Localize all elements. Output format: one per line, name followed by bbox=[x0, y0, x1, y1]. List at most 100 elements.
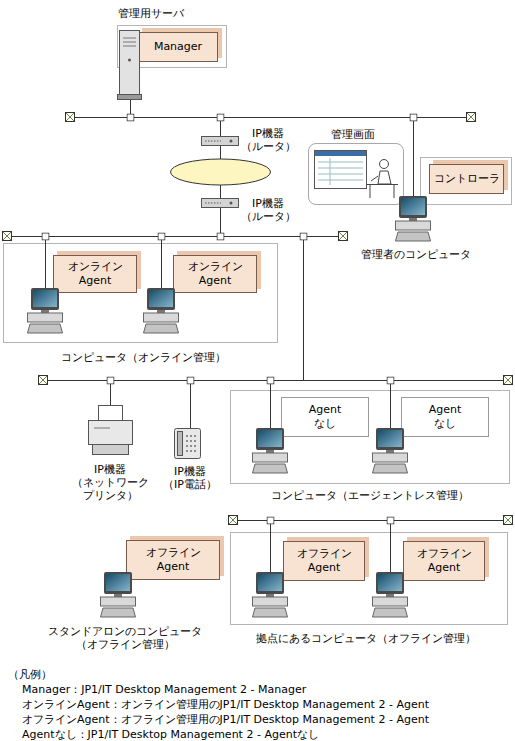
legend-line: Manager：JP1/IT Desktop Management 2 - Ma… bbox=[22, 683, 306, 696]
computer-icon bbox=[373, 572, 408, 617]
junction bbox=[267, 377, 274, 384]
printer-body bbox=[89, 421, 133, 445]
group-heading: 管理用サーバ bbox=[118, 7, 184, 20]
box-text: オフライン Agent bbox=[297, 547, 352, 575]
terminator bbox=[504, 376, 513, 385]
terminator bbox=[66, 113, 75, 122]
junction bbox=[300, 233, 307, 240]
bus-line bbox=[7, 236, 343, 237]
legend-line: Agentなし：JP1/IT Desktop Management 2 - Ag… bbox=[22, 728, 319, 741]
terminator bbox=[229, 516, 238, 525]
phone-keypad bbox=[186, 436, 196, 451]
drop-line bbox=[271, 520, 391, 572]
server-base bbox=[118, 95, 142, 100]
junction bbox=[217, 233, 224, 240]
box-text: Agent なし bbox=[429, 403, 462, 431]
agent-box: オンライン Agent bbox=[53, 255, 137, 293]
box-text: オンライン Agent bbox=[188, 260, 243, 288]
box-text: オフライン Agent bbox=[417, 547, 472, 575]
person-head bbox=[380, 160, 389, 169]
router-icon bbox=[202, 137, 239, 146]
device-label: スタンドアロンのコンピュータ （オフライン管理） bbox=[48, 625, 202, 651]
window-frame bbox=[315, 151, 367, 189]
server-led bbox=[128, 59, 131, 62]
network-cloud bbox=[171, 159, 271, 185]
junctions bbox=[42, 114, 417, 524]
computers bbox=[28, 196, 431, 617]
network-wires bbox=[7, 100, 508, 572]
junction bbox=[267, 517, 274, 524]
junction bbox=[387, 377, 394, 384]
terminator bbox=[3, 232, 12, 241]
group-frame: 管理用サーバManager bbox=[117, 25, 227, 68]
group-heading: コンピュータ（エージェントレス管理） bbox=[271, 489, 469, 502]
junction bbox=[410, 114, 417, 121]
phone-handset bbox=[178, 432, 183, 456]
bus-line bbox=[75, 117, 470, 118]
group-frame: コンピュータ（オンライン管理）オンライン Agentオンライン Agent bbox=[3, 243, 278, 343]
screen-frame: 管理画面 bbox=[308, 143, 404, 205]
box-text: コントローラ bbox=[434, 172, 500, 186]
computer-icon bbox=[101, 572, 136, 617]
terminator bbox=[467, 113, 476, 122]
terminators bbox=[3, 113, 513, 525]
drop-line bbox=[46, 236, 304, 380]
group-frame: コンピュータ（エージェントレス管理）Agent なしAgent なし bbox=[230, 390, 510, 484]
group-heading: 管理画面 bbox=[331, 128, 375, 141]
computer-icon bbox=[373, 428, 408, 473]
window-titlebar bbox=[315, 151, 366, 156]
agentless-box: Agent なし bbox=[281, 397, 369, 437]
device-label: IP機器 （ルータ） bbox=[241, 197, 296, 223]
printer-panel bbox=[94, 428, 110, 429]
agent-box: コントローラ bbox=[429, 164, 504, 194]
junction bbox=[127, 114, 134, 121]
group-frame: 管理者のコンピュータコントローラ bbox=[420, 157, 512, 205]
person-body bbox=[378, 171, 391, 184]
device-label: IP機器 （ネットワーク プリンタ） bbox=[72, 463, 149, 502]
terminator bbox=[504, 516, 513, 525]
group-heading: 管理者のコンピュータ bbox=[361, 248, 471, 261]
device-label: IP機器 （IP電話） bbox=[163, 465, 217, 491]
legend-line: オフラインAgent：オフライン管理用のJP1/IT Desktop Manag… bbox=[22, 713, 429, 726]
terminator bbox=[39, 376, 48, 385]
drop-line bbox=[131, 100, 221, 236]
junction bbox=[387, 517, 394, 524]
device-label: IP機器 （ルータ） bbox=[241, 127, 296, 153]
drop-line bbox=[413, 117, 414, 196]
legend-heading: （凡例） bbox=[8, 668, 52, 681]
junction bbox=[187, 377, 194, 384]
bus-line bbox=[233, 520, 508, 521]
legend-line: オンラインAgent：オンライン管理用のJP1/IT Desktop Manag… bbox=[22, 698, 429, 711]
junction bbox=[217, 114, 224, 121]
agent-box: オフライン Agent bbox=[283, 541, 365, 581]
window-table bbox=[318, 158, 363, 185]
server-tower bbox=[120, 31, 140, 95]
group-frame: 拠点にあるコンピュータ（オフライン管理）オフライン Agentオフライン Age… bbox=[230, 532, 508, 625]
computer-icon bbox=[28, 288, 63, 333]
computer-icon bbox=[396, 196, 431, 241]
terminator bbox=[339, 232, 348, 241]
box-text: Agent なし bbox=[309, 403, 342, 431]
computer-icon bbox=[253, 572, 288, 617]
printer-tray bbox=[93, 445, 129, 455]
server-icon bbox=[118, 31, 142, 100]
agent-box: オフライン Agent bbox=[126, 540, 220, 580]
person-arm bbox=[371, 176, 378, 181]
phone-icon bbox=[175, 429, 201, 459]
box-text: Manager bbox=[154, 40, 202, 54]
group-heading: 拠点にあるコンピュータ（オフライン管理） bbox=[256, 632, 476, 645]
computer-icon bbox=[144, 288, 179, 333]
agent-box: オンライン Agent bbox=[173, 255, 257, 293]
box-text: オフライン Agent bbox=[146, 546, 201, 574]
junction bbox=[107, 377, 114, 384]
printer-icon bbox=[89, 406, 133, 455]
box-text: オンライン Agent bbox=[68, 260, 123, 288]
desk bbox=[366, 185, 398, 199]
printer-paper bbox=[99, 406, 123, 421]
agent-box: Manager bbox=[138, 32, 218, 62]
bus-line bbox=[43, 380, 508, 381]
screen-illustration bbox=[315, 151, 399, 199]
computer-icon bbox=[253, 428, 288, 473]
agentless-box: Agent なし bbox=[401, 397, 489, 437]
